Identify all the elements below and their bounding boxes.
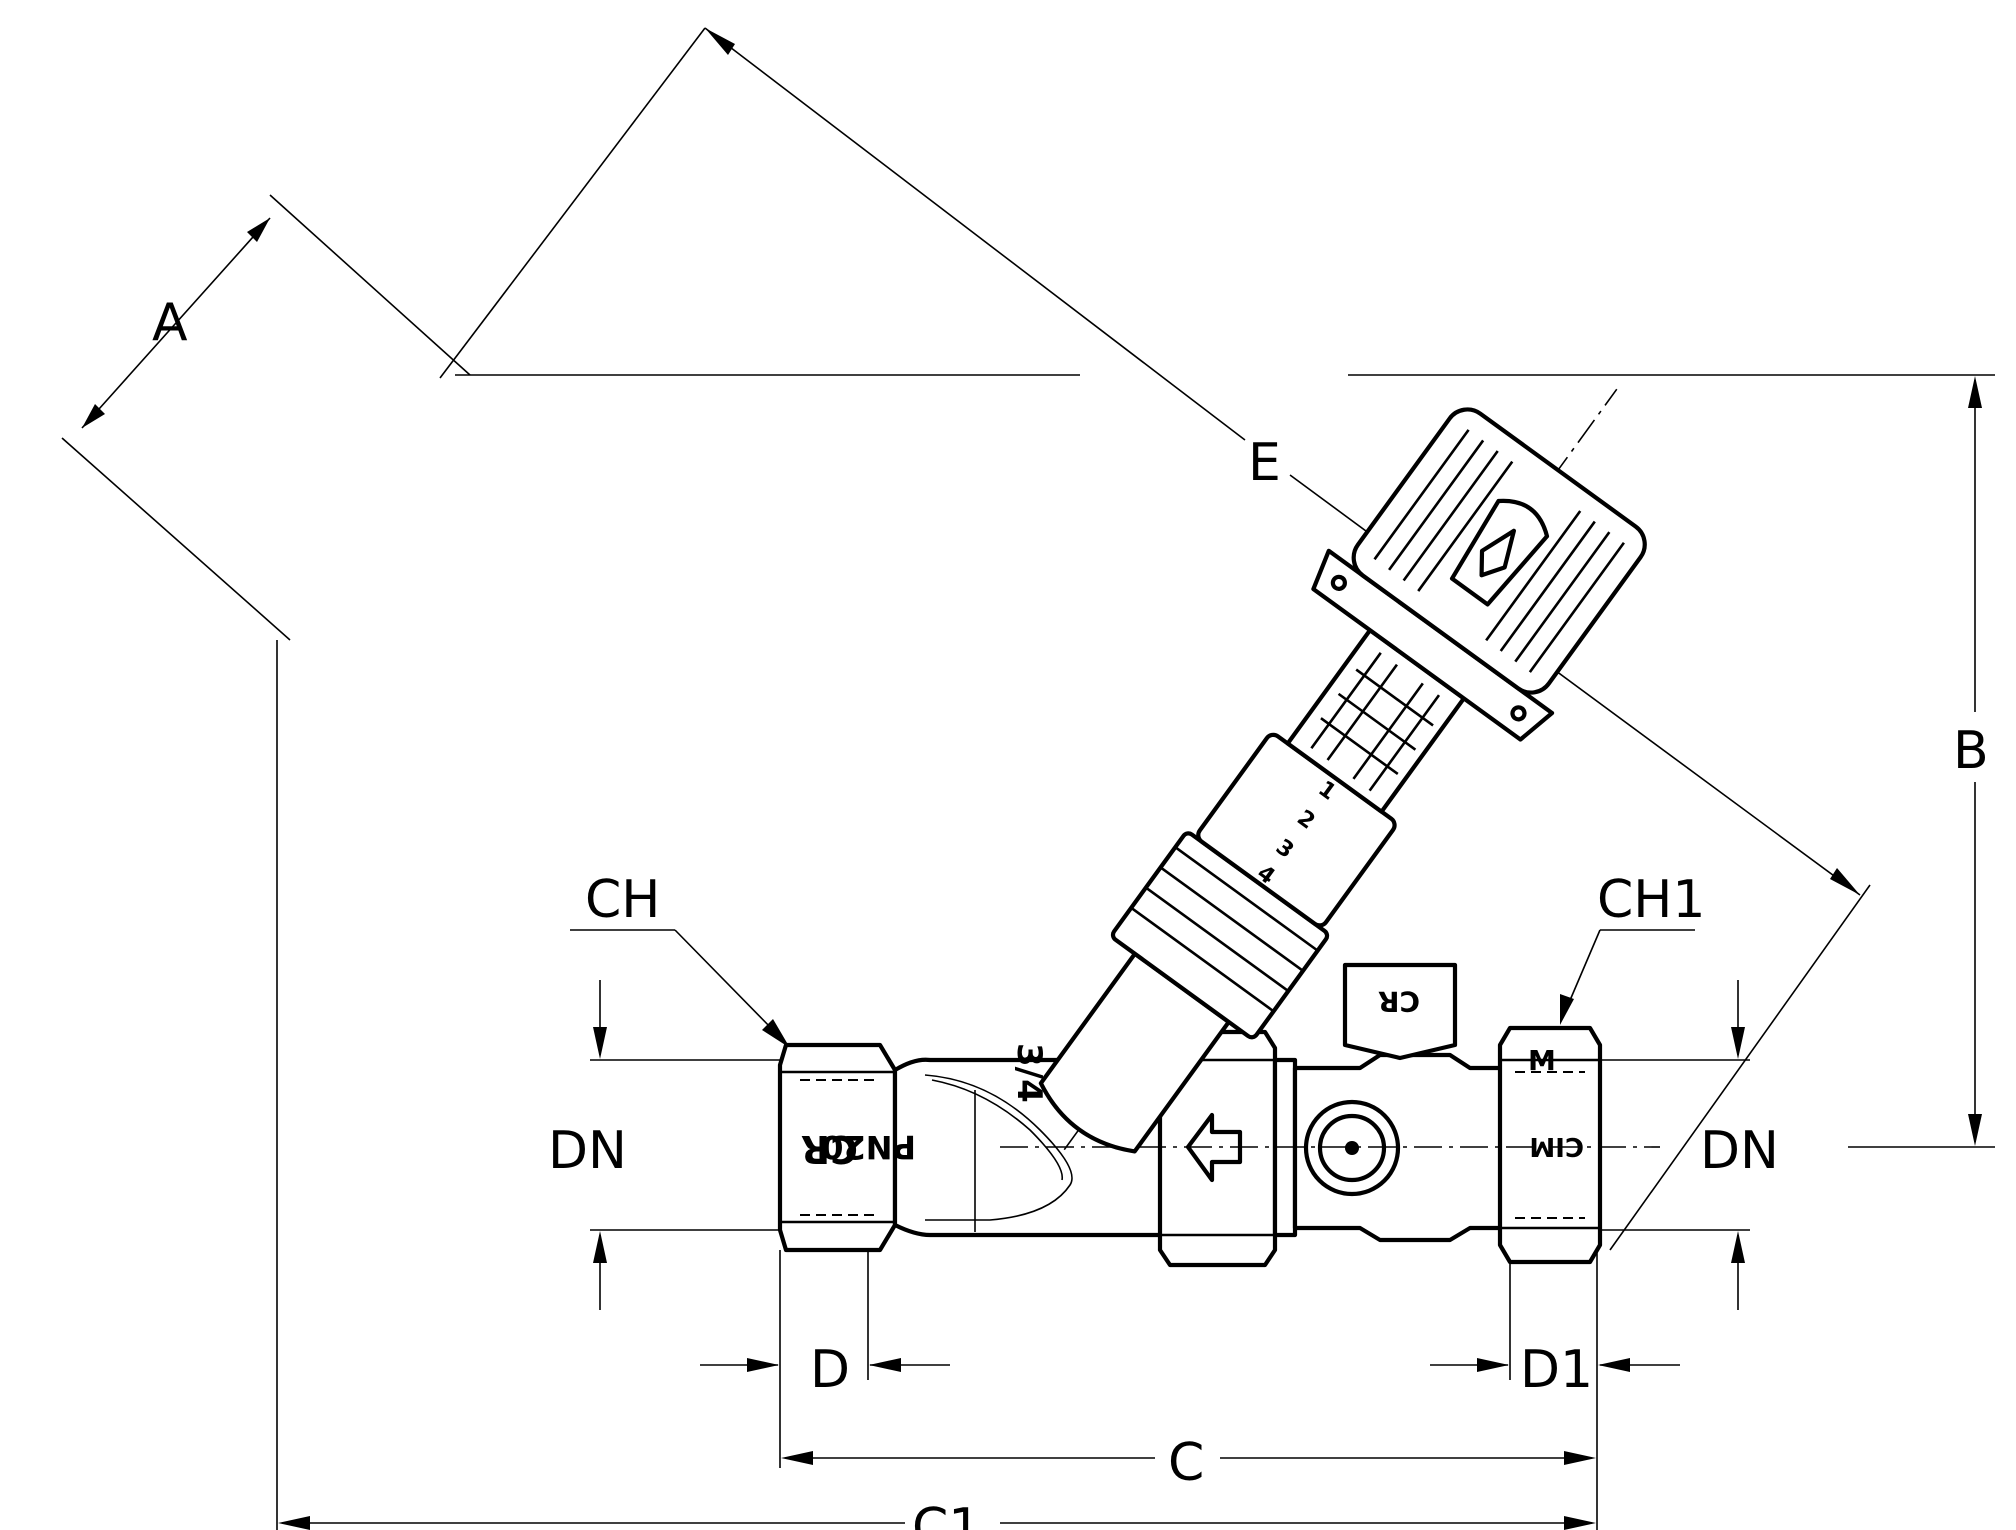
dim-label-b: B [1953, 721, 1989, 781]
dimension-dn-left: DN [548, 980, 780, 1310]
dim-label-a: A [152, 293, 188, 353]
dim-label-e: E [1248, 433, 1281, 493]
size-marking: 3/4 [1009, 1043, 1049, 1103]
dimension-b: B [455, 374, 1995, 1148]
fitting-mark: CIM [1529, 1131, 1584, 1161]
dimension-d1: D1 [1430, 1230, 1680, 1400]
dim-label-dn-right: DN [1700, 1121, 1779, 1181]
dimension-c1: C1 [276, 640, 1596, 1530]
setting-scale-ticks [1310, 652, 1441, 792]
pressure-marking: PN20 [821, 1128, 916, 1166]
valve-bonnet-assembly: 1 2 3 4 [1038, 388, 1647, 1154]
dimension-dn-right: DN [1597, 980, 1779, 1310]
dimension-c: C [779, 1250, 1598, 1530]
body-markings: 3/4 PN20 CR CR M CIM [801, 985, 1584, 1171]
logo-fitting: CR [1378, 985, 1420, 1018]
dim-label-d: D [810, 1340, 850, 1400]
dim-label-ch: CH [585, 870, 660, 930]
dim-label-c: C [1168, 1433, 1204, 1493]
dim-label-d1: D1 [1520, 1340, 1593, 1400]
logo-body: CR [801, 1127, 858, 1171]
dim-label-ch1: CH1 [1597, 870, 1706, 930]
leader-ch: CH [570, 870, 790, 1048]
fitting-letter: M [1528, 1044, 1556, 1077]
leader-ch1: CH1 [1560, 870, 1706, 1025]
handwheel-grip-ridges [1373, 429, 1625, 673]
dimension-a: A [61, 194, 471, 641]
dim-label-dn-left: DN [548, 1121, 627, 1181]
dimension-d: D [700, 1230, 950, 1400]
dim-label-c1: C1 [912, 1498, 981, 1530]
